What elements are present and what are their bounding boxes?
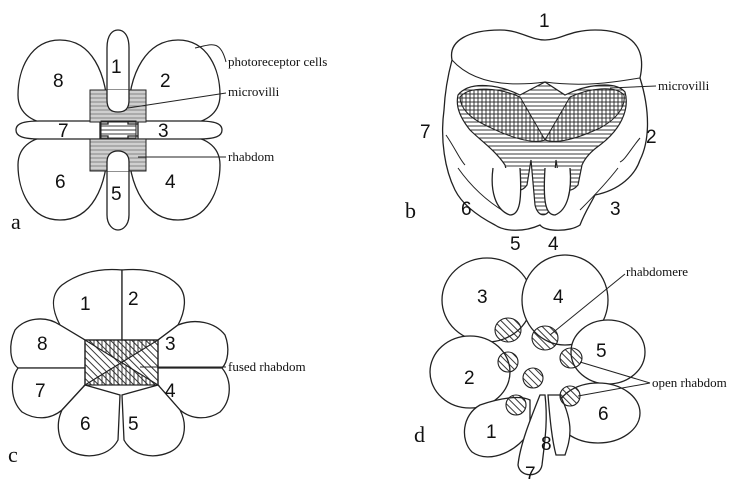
cell-5-d (570, 319, 646, 385)
microvilli-upper-right-b (544, 88, 625, 142)
cell-number: 3 (165, 334, 176, 355)
cell-number: 1 (539, 11, 550, 32)
panel-letter-b: b (405, 198, 416, 223)
leader-line (579, 361, 651, 384)
cell-3-a (137, 120, 223, 140)
microvilli-label-b: microvilli (658, 78, 710, 93)
cell-number: 5 (128, 414, 139, 435)
cell-finger-b (491, 167, 522, 216)
cell-number: 7 (420, 122, 431, 143)
panel-letter-d: d (414, 422, 425, 447)
panel-c: 1 2 3 4 5 6 7 8 fused rhabdom c (8, 268, 306, 467)
cell-number: 4 (553, 287, 564, 308)
open-rhabdom-label: open rhabdom (652, 375, 727, 390)
rhabdomere-label: rhabdomere (626, 264, 688, 279)
cell-number: 2 (128, 289, 139, 310)
cell-number: 8 (37, 334, 48, 355)
rhabdom-a-mid (100, 120, 137, 140)
cell-number: 3 (477, 287, 488, 308)
cell-number: 3 (610, 199, 621, 220)
cell-5-tip-a (106, 150, 130, 171)
microvilli-upper-left-b (459, 88, 546, 142)
cell-5-c (121, 384, 185, 457)
divider-line (445, 134, 466, 166)
photoreceptor-cells-label: photoreceptor cells (228, 54, 327, 69)
cell-number: 6 (80, 414, 91, 435)
rhabdomere-d (497, 351, 519, 373)
divider-line (619, 137, 641, 163)
cell-number: 6 (461, 199, 472, 220)
cell-number: 1 (80, 294, 91, 315)
cell-number: 7 (35, 381, 46, 402)
cell-6-c (57, 384, 121, 457)
fused-rhabdom-diag (84, 339, 159, 386)
cell-7-d (517, 394, 547, 476)
cell-number: 7 (58, 121, 69, 142)
cell-number: 5 (596, 341, 607, 362)
cell-8-d (547, 394, 571, 456)
rhabdomere-d (505, 394, 527, 416)
panel-a: 1 2 3 4 5 6 7 8 photoreceptor cells micr… (11, 29, 327, 234)
cell-number: 5 (111, 184, 122, 205)
cell-number: 7 (525, 464, 536, 479)
cell-number: 2 (464, 368, 475, 389)
cell-number: 8 (541, 434, 552, 455)
cell-8-a (17, 39, 109, 125)
cell-number: 1 (486, 422, 497, 443)
cell-7-a (15, 120, 101, 140)
cell-number: 2 (160, 71, 171, 92)
rhabdomere-d (494, 317, 522, 343)
cell-finger-b (543, 167, 572, 216)
leader-line (549, 273, 626, 336)
cell-number: 1 (111, 57, 122, 78)
rhabdomere-d (531, 325, 559, 351)
rhabdom-label: rhabdom (228, 149, 274, 164)
panel-letter-a: a (11, 209, 21, 234)
panel-b: 1 2 3 4 5 6 7 microvilli b (405, 11, 710, 255)
cell-number: 4 (165, 381, 176, 402)
cell-number: 6 (55, 172, 66, 193)
fused-rhabdom-label: fused rhabdom (228, 359, 306, 374)
cell-number: 6 (598, 404, 609, 425)
cell-number: 4 (548, 234, 559, 255)
panel-letter-c: c (8, 442, 18, 467)
cell-number: 2 (646, 127, 657, 148)
cell-4-d (521, 254, 609, 346)
leader-line (577, 382, 651, 397)
rhabdomere-d (522, 367, 544, 389)
cell-1-tip-a (106, 90, 130, 113)
microvilli-label-a: microvilli (228, 84, 280, 99)
cell-2-a (127, 39, 221, 125)
rhabdomere-d (559, 385, 581, 407)
divider-line (457, 167, 506, 213)
cell-number: 3 (158, 121, 169, 142)
cell-number: 4 (165, 172, 176, 193)
cell-6-a (17, 135, 109, 221)
rhabdomere-d (559, 347, 583, 369)
panel-d: 1 2 3 4 5 6 7 8 rhabdomere open rhabdom … (414, 254, 727, 479)
divider-line (579, 167, 619, 211)
cell-number: 8 (53, 71, 64, 92)
leader-line (194, 44, 227, 63)
leader-line (127, 92, 227, 109)
cell-number: 5 (510, 234, 521, 255)
leader-line (609, 85, 657, 89)
